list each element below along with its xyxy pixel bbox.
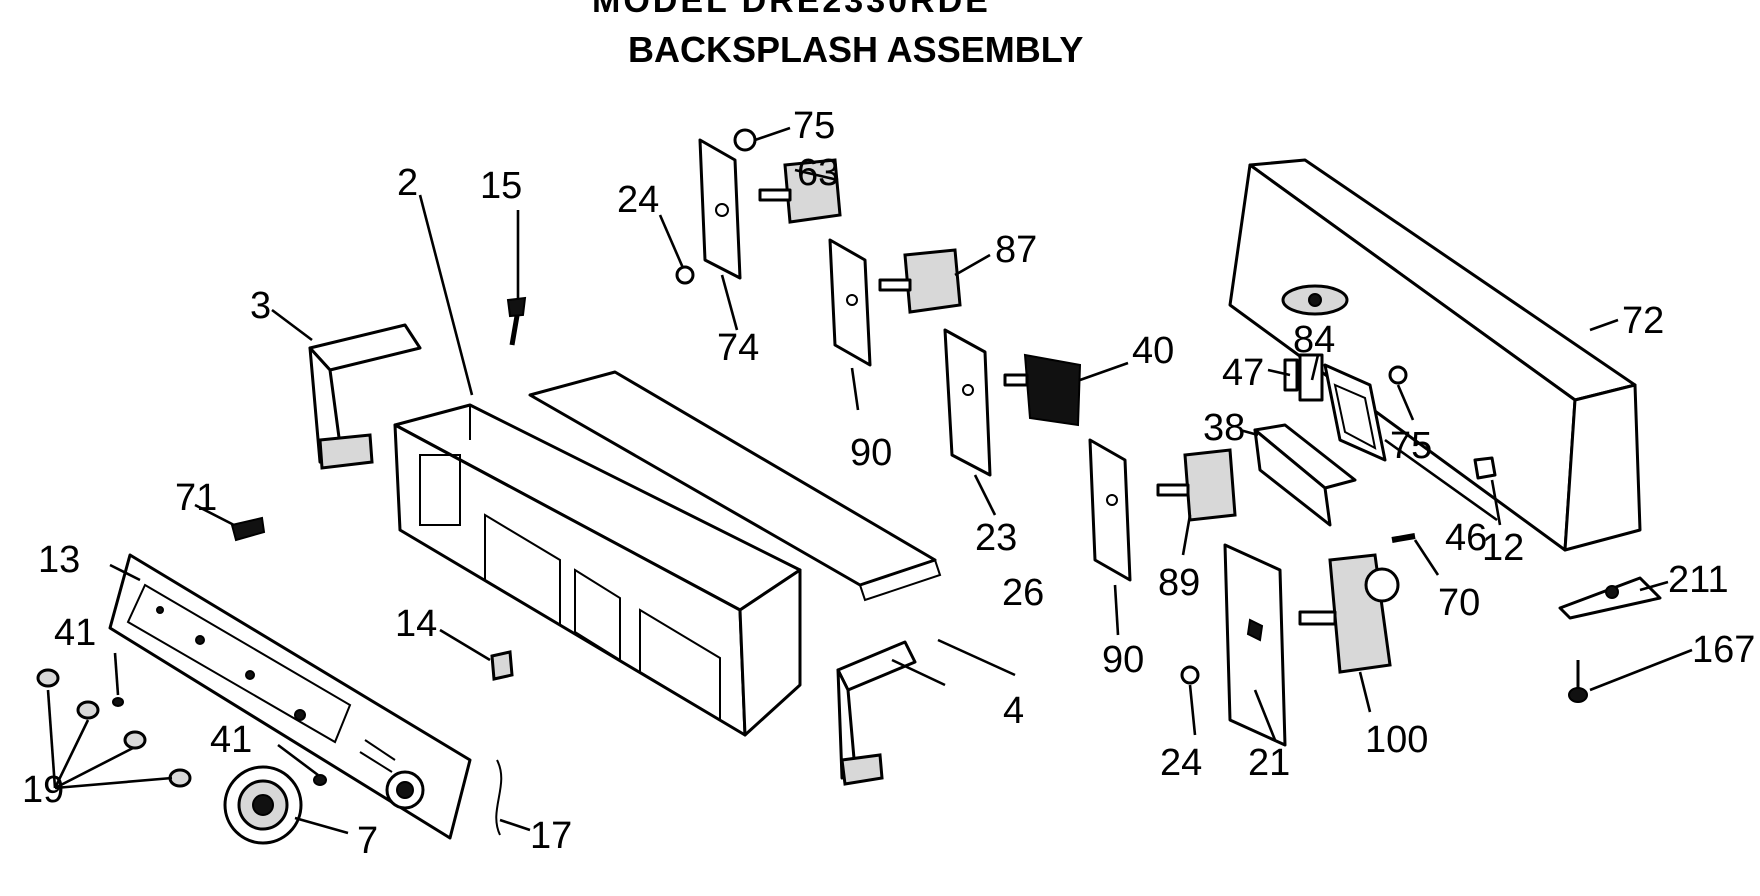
label-part-75-lower: 75: [1390, 425, 1432, 467]
label-part-74: 74: [717, 327, 759, 369]
label-part-211: 211: [1668, 559, 1729, 601]
part-12-clip: [1473, 456, 1497, 480]
part-100-timer: [1298, 553, 1400, 674]
label-part-13: 13: [38, 539, 80, 581]
part-number-labels: 2 3 4 7 12 13 14 15 17 19 21 23 24 24 26…: [22, 105, 1755, 862]
label-part-14: 14: [395, 603, 437, 645]
label-part-17: 17: [530, 815, 572, 857]
label-part-40: 40: [1132, 330, 1174, 372]
label-part-46: 46: [1445, 517, 1487, 559]
part-17-cord-clip: [495, 759, 503, 836]
part-21-timer-mount-plate: [1223, 543, 1287, 747]
part-75-lower-screw: [1388, 365, 1408, 385]
part-90-lower-bracket: [1088, 438, 1132, 582]
part-89-rotary-switch: [1156, 448, 1237, 522]
label-part-84: 84: [1293, 319, 1335, 361]
label-part-19: 19: [22, 769, 64, 811]
part-38-relay-bracket: [1253, 423, 1357, 527]
label-part-15: 15: [480, 165, 522, 207]
label-part-24-upper: 24: [617, 179, 659, 221]
label-part-89: 89: [1158, 562, 1200, 604]
part-70-screw: [1391, 533, 1416, 543]
label-part-75-upper: 75: [793, 105, 835, 147]
label-part-87: 87: [995, 229, 1037, 271]
part-75-upper-screw: [733, 128, 757, 152]
label-part-71: 71: [175, 477, 217, 519]
part-46-lens: [1323, 363, 1387, 462]
part-72-top-trim: [1228, 158, 1642, 552]
label-part-41-center: 41: [210, 719, 252, 761]
label-part-7: 7: [357, 820, 378, 862]
label-part-41-left: 41: [54, 612, 96, 654]
part-40-infinite-switch: [1003, 353, 1082, 427]
part-167-leveling-foot: [1568, 660, 1588, 703]
label-part-167: 167: [1692, 629, 1755, 671]
part-41-knob-inserts: [112, 697, 327, 786]
part-74-bracket-plate: [698, 138, 742, 280]
label-part-100: 100: [1365, 719, 1428, 761]
part-15-screw: [506, 296, 527, 346]
part-90-upper-bracket: [828, 238, 872, 367]
label-part-26: 26: [1002, 572, 1044, 614]
label-part-4: 4: [1003, 690, 1024, 732]
label-part-47: 47: [1222, 352, 1264, 394]
part-23-mount-plate: [943, 328, 992, 477]
label-part-23: 23: [975, 517, 1017, 559]
part-13-control-panel: [108, 553, 472, 840]
part-3-left-bracket: [308, 323, 422, 470]
label-part-38: 38: [1203, 407, 1245, 449]
part-24-lower-screw: [1180, 665, 1200, 685]
label-part-72: 72: [1622, 300, 1664, 342]
label-part-90-lower: 90: [1102, 639, 1144, 681]
label-part-21: 21: [1248, 742, 1290, 784]
part-2-backsplash-frame: [393, 403, 802, 737]
label-part-3: 3: [250, 285, 271, 327]
label-part-63: 63: [797, 152, 839, 194]
part-211-clip: [1558, 576, 1662, 620]
part-19-knobs: [36, 668, 192, 788]
part-84-indicator-light: [1298, 353, 1324, 402]
diagram-title: BACKSPLASH ASSEMBLY: [628, 29, 1083, 70]
part-71-screw: [230, 516, 266, 542]
label-part-2: 2: [397, 162, 418, 204]
label-part-70: 70: [1438, 582, 1480, 624]
part-7-timer-knob: [223, 765, 303, 845]
model-title: MODEL DRE2330RDE: [592, 0, 991, 20]
part-26-top-cover: [528, 370, 942, 602]
part-63-rotary-switch: [758, 158, 842, 224]
label-part-24-lower: 24: [1160, 742, 1202, 784]
part-87-rotary-switch: [878, 248, 962, 314]
leader-lines: [46, 126, 1693, 835]
part-14-clip: [490, 650, 514, 681]
label-part-12: 12: [1482, 527, 1524, 569]
part-4-right-bracket: [836, 640, 917, 786]
part-24-upper-screw: [675, 265, 695, 285]
label-part-90-upper: 90: [850, 432, 892, 474]
